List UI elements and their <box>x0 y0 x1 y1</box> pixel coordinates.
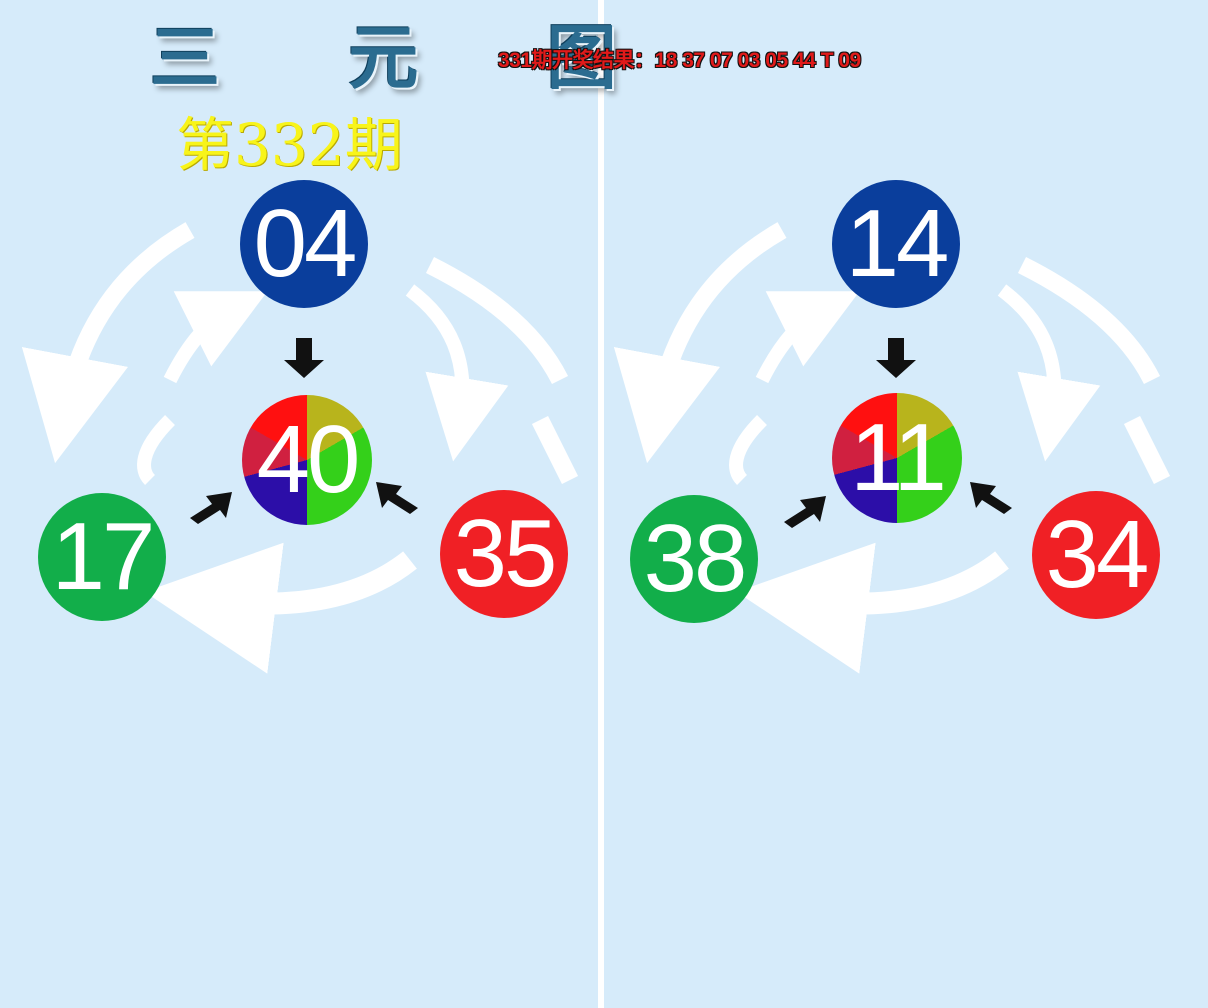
left-cycle-arrows <box>21 222 579 674</box>
black-pointer-arrows <box>190 338 1012 528</box>
arrow-to-center-icon <box>376 482 418 514</box>
right-top-ball: 14 <box>832 180 960 308</box>
period-label: 第332期 <box>176 111 403 179</box>
right-center-ball: 11 <box>832 393 962 523</box>
page-title: 三 元 图 <box>150 16 669 99</box>
right-cycle-arrows <box>613 222 1171 674</box>
ball-number: 38 <box>643 505 748 612</box>
left-center-ball: 40 <box>242 395 372 525</box>
arrow-to-center-icon <box>784 496 826 528</box>
arrow-to-center-icon <box>970 482 1012 514</box>
left-bottom-right-ball: 35 <box>440 490 568 618</box>
arrow-to-center-icon <box>190 492 232 524</box>
right-bottom-left-ball: 38 <box>630 495 758 623</box>
ball-number: 14 <box>845 190 950 297</box>
ball-number: 35 <box>453 500 558 607</box>
down-arrow-icon <box>876 338 916 378</box>
left-top-ball: 04 <box>240 180 368 308</box>
ball-number: 34 <box>1045 501 1150 608</box>
ball-number: 40 <box>256 406 361 513</box>
ball-number: 17 <box>51 503 156 610</box>
ball-number: 11 <box>850 404 947 511</box>
panel-divider <box>598 0 604 1008</box>
right-bottom-right-ball: 34 <box>1032 491 1160 619</box>
ball-number: 04 <box>253 190 358 297</box>
down-arrow-icon <box>284 338 324 378</box>
left-bottom-left-ball: 17 <box>38 493 166 621</box>
previous-result-text: 331期开奖结果：18 37 07 03 05 44 T 09 <box>498 49 861 72</box>
